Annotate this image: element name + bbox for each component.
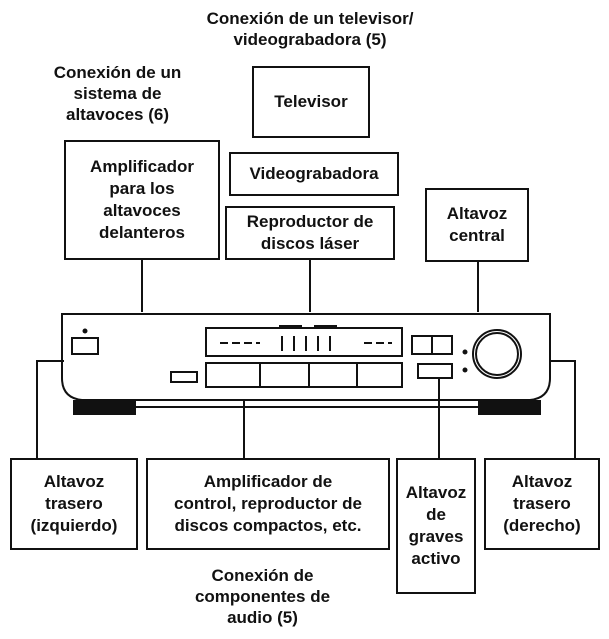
box-altavoz-graves-activo: Altavoz de graves activo xyxy=(396,458,476,594)
box-altavoz-central: Altavoz central xyxy=(425,188,529,262)
connector-rear-left xyxy=(36,360,64,362)
box-videograbadora: Videograbadora xyxy=(229,152,399,196)
caption-tv-vcr-connection: Conexión de un televisor/ videograbadora… xyxy=(206,9,414,49)
connector-laser xyxy=(309,260,311,312)
box-altavoz-trasero-izquierdo: Altavoz trasero (izquierdo) xyxy=(10,458,138,550)
box-televisor: Televisor xyxy=(252,66,370,138)
connector-center xyxy=(477,262,479,312)
connector-control-amp xyxy=(243,400,245,458)
connector-front-amp xyxy=(141,260,143,312)
connector-rear-left-v xyxy=(36,360,38,458)
connector-subwoofer xyxy=(438,378,440,458)
box-amplificador-control: Amplificador de control, reproductor de … xyxy=(146,458,390,550)
caption-audio-components-connection: Conexión de componentes de audio (5) xyxy=(194,566,331,627)
box-amplificador-delanteros: Amplificador para los altavoces delanter… xyxy=(64,140,220,260)
box-reproductor-laser: Reproductor de discos láser xyxy=(225,206,395,260)
box-altavoz-trasero-derecho: Altavoz trasero (derecho) xyxy=(484,458,600,550)
connector-rear-right-v xyxy=(574,360,576,458)
connector-rear-right-h xyxy=(550,360,576,362)
caption-speaker-system-connection: Conexión de un sistema de altavoces (6) xyxy=(53,63,182,124)
